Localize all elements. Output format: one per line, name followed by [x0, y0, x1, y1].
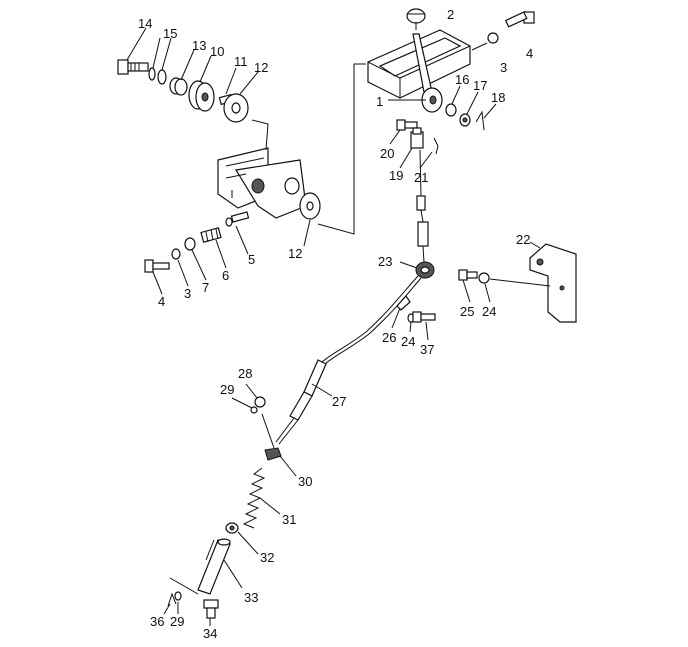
- callout-31: 31: [282, 512, 296, 527]
- callout-3-left: 3: [184, 286, 191, 301]
- callout-17: 17: [473, 78, 487, 93]
- part-bolt-4-left: [144, 259, 170, 273]
- callout-12-upper: 12: [254, 60, 268, 75]
- part-spacer-13: [169, 77, 188, 96]
- callout-2: 2: [447, 7, 454, 22]
- part-pulley-10: [188, 80, 215, 112]
- part-bolt-4-upper: [504, 11, 535, 28]
- part-bolt-37: [412, 311, 436, 323]
- part-stud-5: [225, 211, 250, 227]
- part-spring-31: [242, 467, 266, 529]
- part-cable-upper: [416, 149, 429, 263]
- part-washer-29-upper: [250, 406, 258, 414]
- part-bolt-20: [396, 119, 418, 131]
- part-washer-12-lower: [299, 192, 321, 220]
- part-shift-lever-1: [412, 33, 443, 113]
- callout-28: 28: [238, 366, 252, 381]
- part-washer-29-lower: [174, 591, 182, 601]
- callout-34: 34: [203, 626, 217, 641]
- callout-24-right: 24: [482, 304, 496, 319]
- part-cable-end-27: [275, 359, 327, 445]
- part-bolt-14: [117, 59, 149, 75]
- part-plate-22: [529, 243, 577, 323]
- part-cotter-18: [475, 110, 485, 131]
- callout-19: 19: [389, 168, 403, 183]
- callout-23: 23: [378, 254, 392, 269]
- callout-3-upper: 3: [500, 60, 507, 75]
- callout-25: 25: [460, 304, 474, 319]
- callout-10: 10: [210, 44, 224, 59]
- callout-4-left: 4: [158, 294, 165, 309]
- part-bushing-32: [225, 522, 239, 534]
- part-knob-2: [406, 8, 426, 30]
- callout-12-lower: 12: [288, 246, 302, 261]
- callout-18: 18: [491, 90, 505, 105]
- callout-14: 14: [138, 16, 152, 31]
- leader-axis-upper: [471, 42, 488, 51]
- part-clevis-19: [410, 127, 424, 149]
- callout-13: 13: [192, 38, 206, 53]
- callout-22: 22: [516, 232, 530, 247]
- callout-15: 15: [163, 26, 177, 41]
- callout-20: 20: [380, 146, 394, 161]
- part-washer-3-left: [171, 248, 181, 260]
- leader-34: [169, 577, 199, 595]
- part-washer-24-right: [478, 272, 490, 284]
- part-pin-21: [433, 137, 439, 155]
- part-swivel-30: [264, 447, 282, 461]
- leader-29: [261, 413, 275, 449]
- callout-7: 7: [202, 280, 209, 295]
- callout-29-upper: 29: [220, 382, 234, 397]
- callout-36: 36: [150, 614, 164, 629]
- callout-33: 33: [244, 590, 258, 605]
- callout-32: 32: [260, 550, 274, 565]
- callout-leaders: [126, 13, 541, 626]
- part-grommet-23: [415, 261, 435, 279]
- part-washer-12-upper: [223, 93, 249, 123]
- part-washer-16: [445, 103, 457, 117]
- callout-1: 1: [376, 94, 383, 109]
- callout-24-mid: 24: [401, 334, 415, 349]
- callout-27: 27: [332, 394, 346, 409]
- leader-housing-to-bracket: [317, 63, 366, 235]
- part-nut-28: [254, 396, 266, 408]
- part-nut-7: [184, 237, 196, 251]
- part-cotter-36: [167, 592, 177, 607]
- part-spring-6: [200, 227, 222, 243]
- callout-16: 16: [455, 72, 469, 87]
- callout-30: 30: [298, 474, 312, 489]
- callout-5: 5: [248, 252, 255, 267]
- leader-bracket: [251, 119, 269, 151]
- callout-21: 21: [414, 170, 428, 185]
- leader-plate: [489, 278, 551, 287]
- callout-26: 26: [382, 330, 396, 345]
- callout-6: 6: [222, 268, 229, 283]
- part-washer-3-upper: [487, 32, 499, 44]
- part-pin-34: [203, 599, 219, 619]
- part-bracket-assembly: [217, 147, 307, 219]
- part-bolt-25: [458, 269, 478, 281]
- callout-11: 11: [234, 54, 248, 69]
- part-washers-15: [148, 67, 167, 85]
- callout-4-upper: 4: [526, 46, 533, 61]
- part-rod-33: [197, 538, 231, 595]
- part-nut-17: [459, 113, 471, 127]
- callout-37: 37: [420, 342, 434, 357]
- part-cable-main: [321, 275, 422, 365]
- callout-29-lower: 29: [170, 614, 184, 629]
